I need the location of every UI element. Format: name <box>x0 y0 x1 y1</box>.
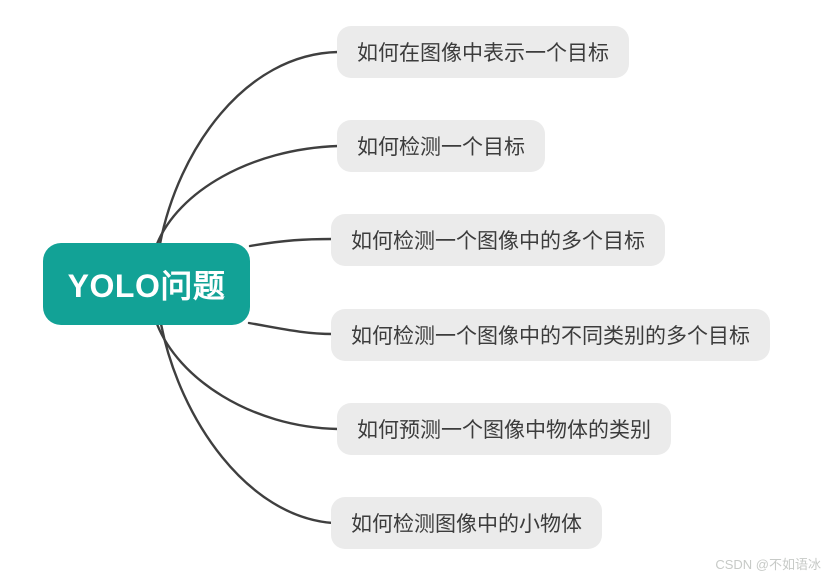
node-label: 如何检测图像中的小物体 <box>351 513 582 536</box>
child-node-detect-small-objects[interactable]: 如何检测图像中的小物体 <box>331 497 602 549</box>
connector-line <box>155 144 340 246</box>
watermark: CSDN @不如语冰 <box>715 557 821 572</box>
child-node-detect-multiclass-targets[interactable]: 如何检测一个图像中的不同类别的多个目标 <box>331 309 770 361</box>
root-node-yolo[interactable]: YOLO问题 <box>43 243 250 325</box>
node-label: 如何检测一个目标 <box>357 136 525 159</box>
child-node-detect-multiple-targets[interactable]: 如何检测一个图像中的多个目标 <box>331 214 665 266</box>
connector-line <box>159 322 335 525</box>
child-node-detect-one-target[interactable]: 如何检测一个目标 <box>337 120 545 172</box>
connector-line <box>155 322 340 431</box>
connector-line <box>248 237 335 248</box>
node-label: 如何在图像中表示一个目标 <box>357 42 609 65</box>
child-node-represent-target[interactable]: 如何在图像中表示一个目标 <box>337 26 629 78</box>
node-label: 如何检测一个图像中的多个目标 <box>351 230 645 253</box>
connector-line <box>247 321 335 336</box>
connector-line <box>158 50 340 246</box>
node-label: 如何检测一个图像中的不同类别的多个目标 <box>351 325 750 348</box>
child-node-predict-object-class[interactable]: 如何预测一个图像中物体的类别 <box>337 403 671 455</box>
node-label: 如何预测一个图像中物体的类别 <box>357 419 651 442</box>
root-node-label: YOLO问题 <box>67 268 226 304</box>
